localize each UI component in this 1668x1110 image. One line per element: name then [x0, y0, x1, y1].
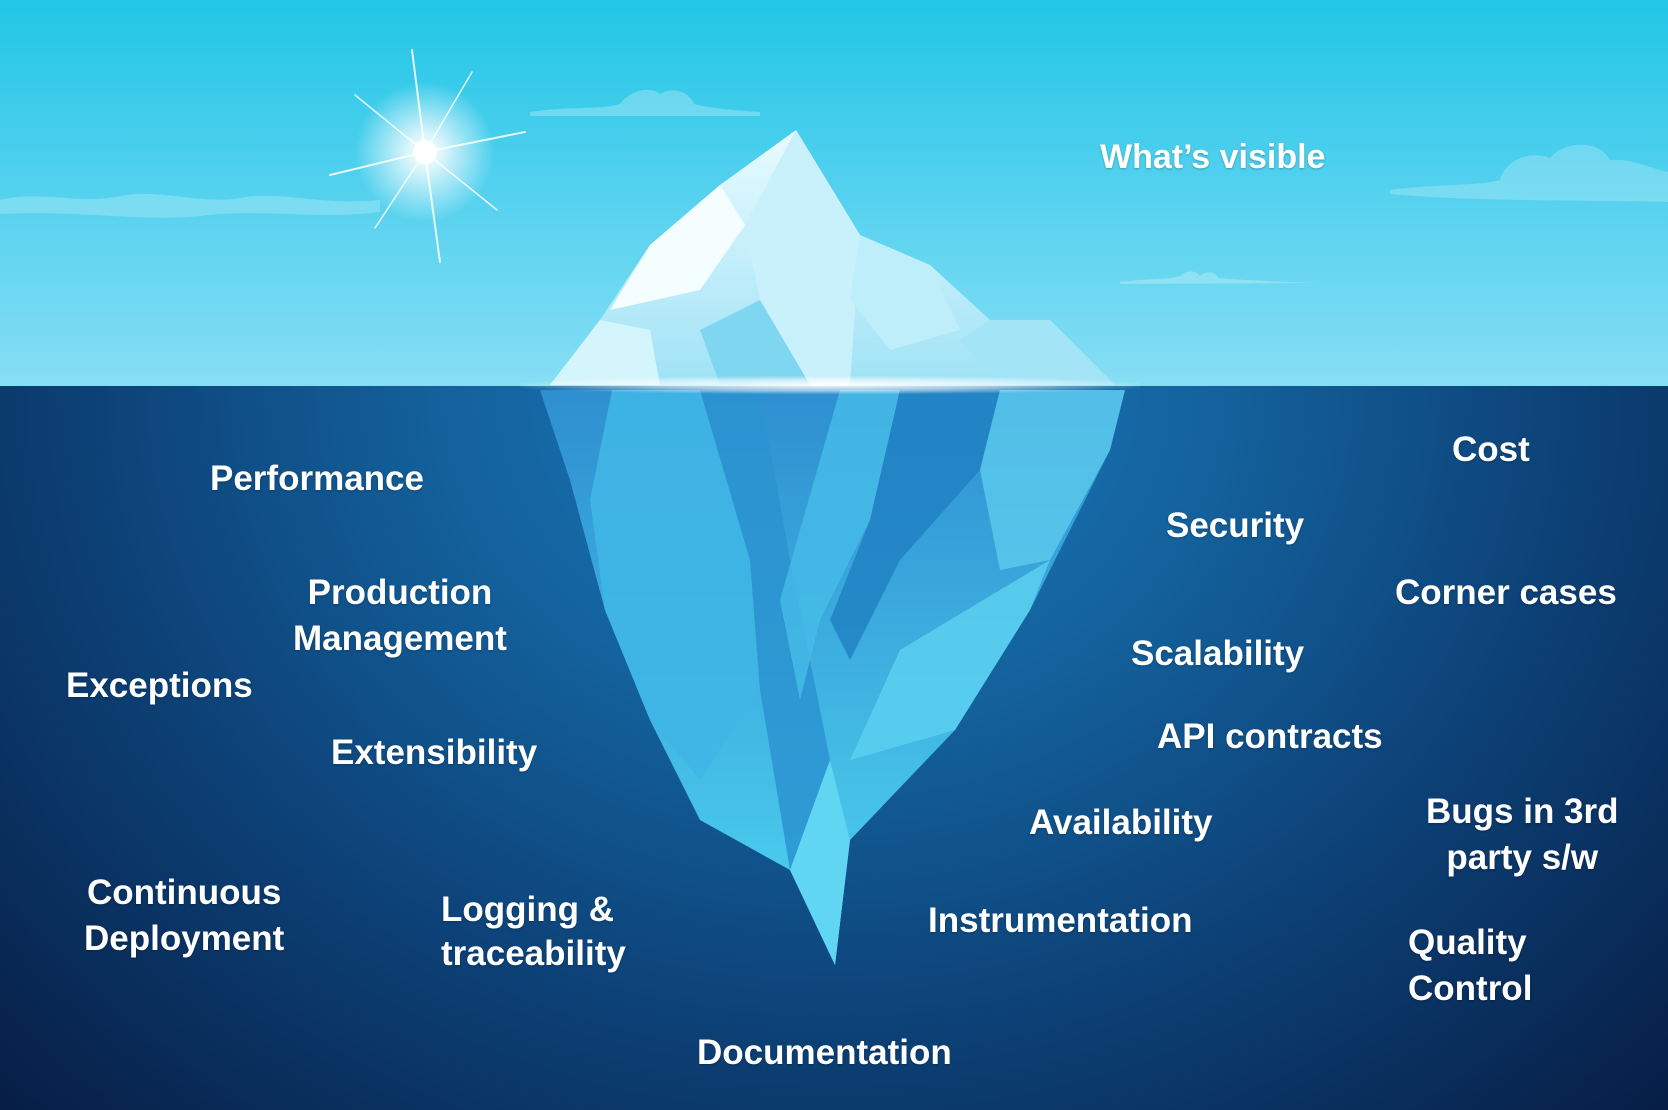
label-line: Production [307, 573, 493, 612]
label-corner-cases: Corner cases [1395, 573, 1617, 612]
label-line: Quality [1408, 923, 1527, 962]
label-line: Control [1408, 969, 1533, 1008]
label-cost: Cost [1452, 430, 1530, 469]
label-line: Continuous [86, 873, 282, 912]
label-exceptions: Exceptions [66, 666, 253, 705]
label-line: Bugs in 3rd [1426, 792, 1619, 831]
label-security: Security [1166, 506, 1305, 545]
label-whats-visible: What’s visible [1100, 138, 1326, 176]
label-line: Deployment [84, 919, 285, 958]
label-extensibility: Extensibility [331, 733, 538, 772]
label-logging-traceability: Logging & traceability [441, 888, 626, 976]
sun-icon [329, 49, 526, 263]
label-quality-control: Quality Control [1408, 920, 1532, 1012]
label-availability: Availability [1029, 803, 1213, 842]
label-line: Management [293, 619, 507, 658]
label-bugs-3rd-party: Bugs in 3rd party s/w [1426, 789, 1619, 881]
label-line: party s/w [1446, 838, 1599, 877]
label-api-contracts: API contracts [1157, 717, 1383, 756]
label-line: traceability [441, 934, 626, 973]
label-instrumentation: Instrumentation [928, 901, 1193, 940]
label-production-management: Production Management [293, 570, 507, 662]
cloud-icon [0, 89, 1668, 284]
label-continuous-deployment: Continuous Deployment [84, 870, 284, 962]
label-scalability: Scalability [1131, 634, 1305, 673]
label-performance: Performance [210, 459, 424, 498]
waterline [520, 376, 1140, 394]
label-documentation: Documentation [697, 1033, 952, 1072]
label-line: Logging & [441, 890, 615, 929]
